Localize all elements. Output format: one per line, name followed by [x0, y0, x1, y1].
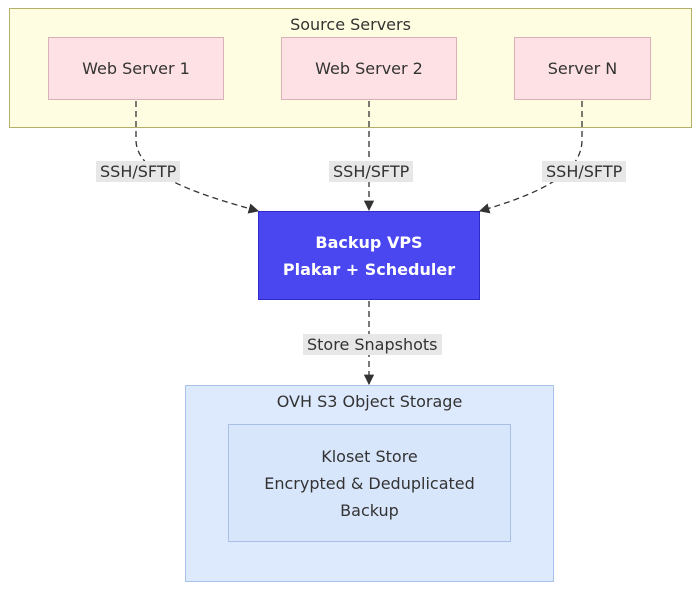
backup-vps-subtitle: Plakar + Scheduler [282, 259, 456, 279]
kloset-store-desc: Encrypted & Deduplicated [264, 473, 475, 493]
kloset-store-node: Kloset Store Encrypted & Deduplicated Ba… [228, 424, 511, 542]
server-n-node: Server N [514, 37, 651, 100]
backup-vps-node: Backup VPS Plakar + Scheduler [258, 211, 480, 300]
web-server-1-node: Web Server 1 [48, 37, 224, 100]
store-snapshots-label: Store Snapshots [303, 334, 442, 355]
edge-server-n-to-vps [479, 101, 583, 214]
web-server-2-label: Web Server 2 [315, 59, 423, 78]
source-servers-title: Source Servers [290, 15, 411, 34]
kloset-store-title: Kloset Store [321, 446, 418, 466]
ssh-label-1: SSH/SFTP [96, 161, 181, 182]
edge-web-server-1-to-vps [135, 101, 260, 214]
ssh-label-3: SSH/SFTP [542, 161, 627, 182]
kloset-store-backup: Backup [340, 500, 399, 520]
web-server-2-node: Web Server 2 [281, 37, 457, 100]
web-server-1-label: Web Server 1 [82, 59, 190, 78]
ssh-label-2: SSH/SFTP [329, 161, 414, 182]
backup-vps-title: Backup VPS [315, 232, 423, 252]
server-n-label: Server N [547, 59, 618, 78]
ovh-storage-title: OVH S3 Object Storage [276, 392, 463, 411]
